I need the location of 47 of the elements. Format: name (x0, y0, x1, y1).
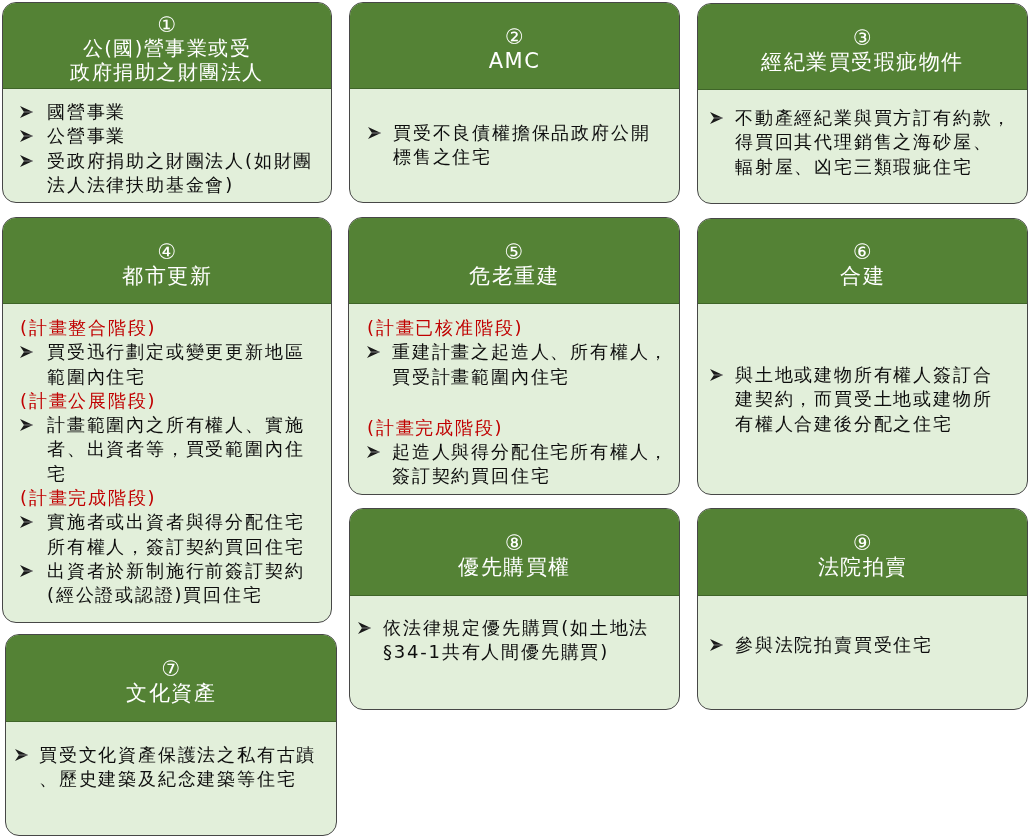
card-title: 文化資產 (126, 681, 216, 705)
category-card (2, 217, 332, 623)
card-title: 法院拍賣 (817, 555, 908, 579)
circled-number: ⑥ (853, 240, 872, 264)
list-item-text: 實施者或出資者與得分配住宅所有權人，簽訂契約買回住宅 (47, 510, 306, 559)
circled-number: ⑧ (505, 531, 524, 555)
category-card (348, 217, 680, 495)
circled-number: ⑨ (853, 531, 872, 555)
card-title: 都市更新 (122, 263, 212, 288)
circled-number: ④ (157, 239, 177, 264)
list-item-text: 買受文化資產保護法之私有古蹟、歷史建築及紀念建築等住宅 (39, 743, 318, 792)
card-title: 優先購買權 (458, 555, 571, 579)
list-item-text: 起造人與得分配住宅所有權人，簽訂契約買回住宅 (392, 439, 671, 489)
category-card (697, 508, 1028, 710)
card-title: AMC (488, 48, 541, 73)
list-item-text: 國營事業 (47, 100, 128, 124)
stage-label: (計畫已核准階段) (367, 316, 525, 340)
list-item-text: 公營事業 (47, 124, 128, 149)
stage-label: (計畫整合階段) (20, 316, 158, 340)
card-title: 危老重建 (469, 263, 559, 288)
stage-label: (計畫完成階段) (20, 486, 158, 511)
list-item-text: 計畫範圍內之所有權人、實施者、出資者等，買受範圍內住宅 (47, 413, 306, 486)
circled-number: ② (505, 24, 524, 49)
list-item-text: 受政府捐助之財團法人(如財團法人法律扶助基金會) (47, 148, 315, 197)
category-card (2, 2, 332, 203)
list-item-text: 重建計畫之起造人、所有權人，買受計畫範圍內住宅 (392, 340, 671, 389)
list-item-text: 出資者於新制施行前簽訂契約(經公證或認證)買回住宅 (47, 558, 306, 608)
category-card (349, 508, 680, 710)
list-item-text: 不動產經紀業與買方訂有約款，得買回其代理銷售之海砂屋、輻射屋、凶宅三類瑕疵住宅 (735, 106, 1014, 179)
category-card (697, 218, 1028, 495)
circled-number: ⑦ (161, 657, 181, 681)
category-card (697, 3, 1028, 204)
card-title: 經紀業買受瑕疵物件 (761, 49, 964, 74)
circled-number: ⑤ (504, 239, 524, 264)
card-title: 合建 (840, 264, 885, 288)
list-item-text: 參與法院拍賣買受住宅 (735, 633, 934, 657)
list-item-text: 買受迅行劃定或變更更新地區範圍內住宅 (47, 340, 306, 389)
list-item-text: 買受不良債權擔保品政府公開標售之住宅 (393, 121, 652, 170)
stage-label: (計畫公展階段) (20, 388, 158, 413)
category-card (5, 634, 337, 836)
category-card (349, 2, 680, 203)
list-item-text: 與土地或建物所有權人簽訂合建契約，而買受土地或建物所有權人合建後分配之住宅 (735, 363, 994, 436)
circled-number: ① (157, 12, 177, 37)
stage-label: (計畫完成階段) (367, 415, 505, 440)
list-item-text: 依法律規定優先購買(如土地法§34-1共有人間優先購買) (383, 616, 651, 665)
circled-number: ③ (853, 25, 872, 50)
card-title: 公(國)營事業或受政府捐助之財團法人 (70, 36, 264, 85)
